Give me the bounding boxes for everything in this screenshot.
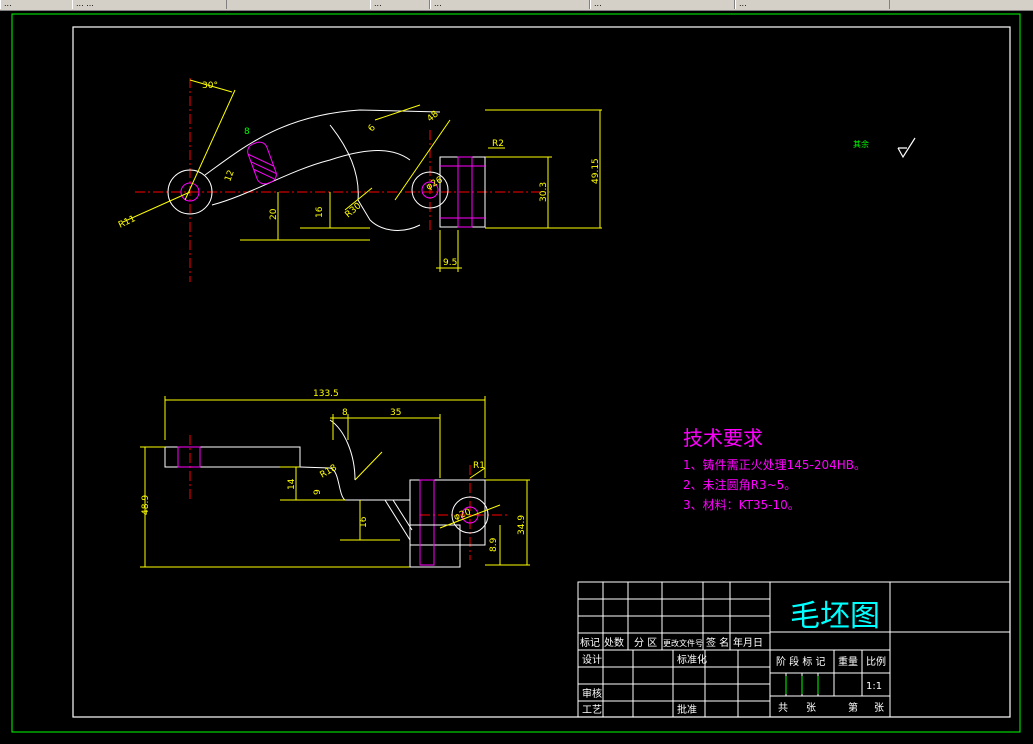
tb-pizhun: 批准 — [677, 703, 697, 716]
roughness-label: 其余 — [853, 139, 869, 149]
dim-95: 9.5 — [443, 258, 457, 268]
cad-drawing-canvas[interactable]: 30° R11 12 8 20 16 R30 6 48 φ26 R2 30.3 … — [0, 10, 1033, 740]
dim-r1: R1 — [473, 461, 485, 471]
tb-gong: 共 — [778, 702, 788, 714]
tb-qianming: 签 名 — [706, 636, 729, 649]
tb-nianyueri: 年月日 — [733, 636, 763, 649]
tb-fenqu: 分 区 — [634, 637, 657, 649]
dim-14: 14 — [287, 478, 297, 490]
dim-d26: φ26 — [425, 175, 445, 192]
tech-line-3: 3、材料：KT35-10。 — [683, 498, 800, 512]
dim-12: 12 — [223, 169, 236, 183]
dim-1335: 133.5 — [313, 389, 339, 399]
dim-489: 48.9 — [141, 495, 151, 515]
taskbar-item[interactable]: ... — [590, 0, 735, 9]
taskbar-item[interactable]: ... — [0, 0, 75, 9]
tb-bili: 比例 — [866, 655, 886, 668]
dim-49: 49.15 — [591, 158, 601, 184]
taskbar-item[interactable]: ... — [370, 0, 430, 9]
top-view — [122, 78, 602, 282]
front-view — [140, 396, 530, 568]
dim-35: 35 — [390, 408, 401, 418]
tb-shenhe: 审核 — [582, 687, 602, 700]
dim-angle: 30° — [202, 81, 218, 91]
tech-line-2: 2、未注圆角R3~5。 — [683, 477, 796, 492]
dim-16: 16 — [315, 206, 325, 218]
tb-zhongliang: 重量 — [838, 655, 858, 668]
tb-gongyi: 工艺 — [582, 704, 602, 716]
dim-8: 8 — [342, 408, 348, 418]
tb-chushu: 处数 — [604, 636, 624, 649]
dim-8a: 8 — [244, 127, 250, 137]
tb-di: 第 — [848, 701, 858, 714]
tb-biaozhunhua: 标准化 — [677, 653, 707, 666]
title-block — [577, 581, 1011, 718]
dim-16f: 16 — [359, 516, 369, 528]
taskbar-item[interactable]: ... — [430, 0, 590, 9]
taskbar-item[interactable]: ... ... — [72, 0, 227, 9]
tb-biaoji: 标记 — [580, 637, 600, 649]
roughness-icon — [897, 137, 916, 159]
sheet-outer-border — [11, 13, 1021, 733]
tb-jieduan: 阶 段 标 记 — [776, 655, 826, 668]
dim-r18: R18 — [319, 463, 340, 481]
sheet-frame — [72, 26, 1011, 718]
dim-r2: R2 — [492, 139, 504, 149]
tb-genggai: 更改文件号 — [663, 638, 703, 648]
dim-30: 30.3 — [539, 182, 549, 202]
title-drawing-name: 毛坯图 — [790, 599, 880, 634]
dim-9: 9 — [313, 489, 323, 495]
dim-6: 6 — [367, 123, 379, 134]
tb-zhang: 张 — [806, 702, 816, 714]
dim-20: 20 — [269, 208, 279, 220]
tech-title: 技术要求 — [683, 426, 763, 450]
tech-line-1: 1、铸件需正火处理145-204HB。 — [683, 457, 866, 472]
dim-349: 34.9 — [517, 515, 527, 535]
tb-zhang2: 张 — [874, 702, 884, 714]
tb-sheji: 设计 — [582, 653, 602, 666]
taskbar-item[interactable]: ... — [735, 0, 890, 9]
taskbar: ... ... ... ... ... ... ... — [0, 0, 1033, 11]
dim-89: 8.9 — [489, 537, 499, 552]
tb-scale: 1:1 — [866, 681, 882, 692]
